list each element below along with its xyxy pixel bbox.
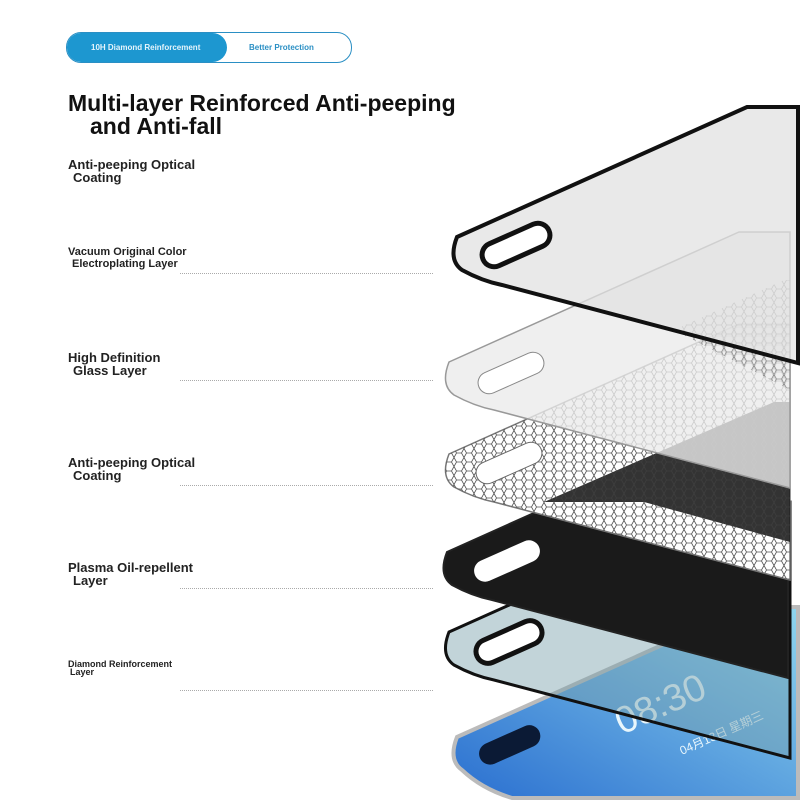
label-line: Plasma Oil-repellent [68, 560, 193, 575]
title-line-1: Multi-layer Reinforced Anti-peeping [68, 90, 456, 116]
label-line: Coating [73, 170, 122, 185]
badge-right: Better Protection [249, 43, 314, 52]
camera-icon [479, 725, 541, 765]
leader-line [180, 273, 433, 274]
layer-diamond [443, 500, 792, 760]
label-line: Layer [73, 573, 108, 588]
camera-cutout-icon [477, 351, 545, 395]
label-line: High Definition [68, 350, 161, 365]
leader-line [180, 485, 433, 486]
camera-cutout-icon [473, 618, 545, 666]
leader-line [180, 588, 433, 589]
badge: 10H Diamond Reinforcement Better Protect… [66, 32, 352, 63]
title-line-2: and Anti-fall [90, 113, 223, 139]
label-line: Glass Layer [73, 363, 147, 378]
camera-cutout-icon [474, 540, 540, 582]
camera-cutout-icon [479, 220, 553, 270]
label-line: Electroplating Layer [72, 258, 178, 270]
label-line: Layer [70, 667, 95, 677]
page-title: Multi-layer Reinforced Anti-peeping and … [68, 92, 456, 138]
label-line: Vacuum Original Color [68, 246, 187, 258]
label-line: Anti-peeping Optical [68, 157, 196, 172]
leader-line [180, 690, 433, 691]
layer-optical-coating [451, 105, 800, 365]
label-line: Diamond Reinforcement [68, 659, 173, 669]
layer-oil-repellent [442, 421, 789, 679]
label-line: Anti-peeping Optical [68, 455, 196, 470]
leader-line [180, 380, 433, 381]
badge-left: 10H Diamond Reinforcement [67, 33, 227, 62]
label-line: Coating [73, 468, 122, 483]
camera-cutout-icon [475, 441, 543, 485]
